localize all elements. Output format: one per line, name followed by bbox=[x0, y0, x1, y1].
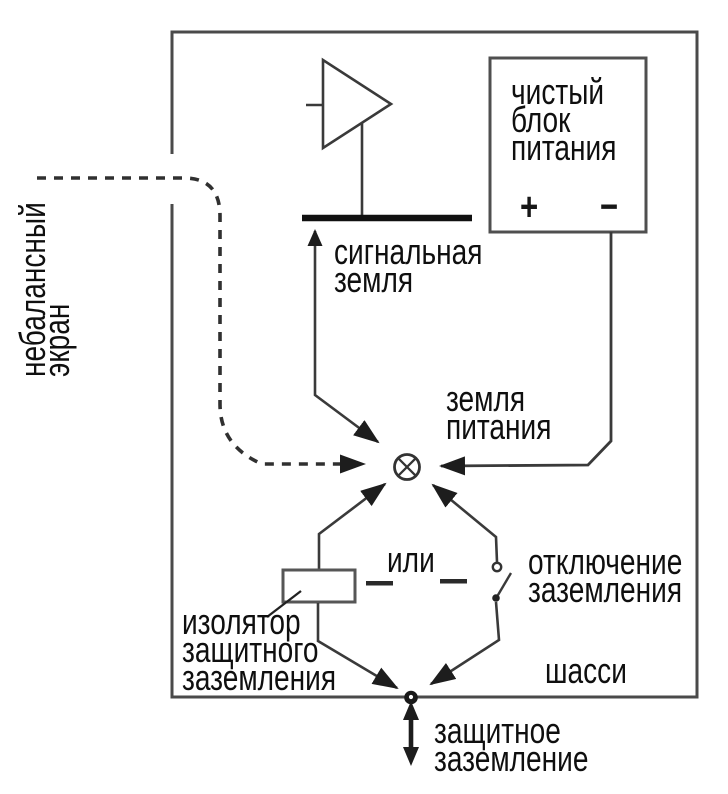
amplifier-icon bbox=[306, 57, 394, 215]
power-ground-label: земля питания bbox=[446, 378, 552, 447]
summing-node-icon bbox=[393, 453, 421, 481]
unbalanced-shield-label: небалансный экран bbox=[12, 202, 77, 377]
amplifier-triangle bbox=[321, 57, 394, 151]
psu-minus-wire bbox=[439, 232, 613, 476]
or-dash-left bbox=[366, 581, 393, 586]
protective-earth-arrow-icon bbox=[403, 701, 419, 766]
psu-plus-terminal: + bbox=[520, 185, 539, 229]
psu-label: чистый блок питания bbox=[511, 71, 617, 168]
or-dash-right bbox=[440, 579, 467, 584]
ground-switch-icon bbox=[491, 561, 513, 602]
psu-minus-terminal: − bbox=[600, 185, 619, 229]
chassis-ground-node bbox=[404, 690, 418, 705]
or-label: или bbox=[387, 539, 435, 580]
protective-earth-label: защитное заземление bbox=[434, 710, 589, 779]
isolator-pointer-line bbox=[266, 590, 302, 618]
signal-ground-wire bbox=[307, 229, 380, 444]
switch-branch-lower-wire bbox=[429, 601, 501, 686]
isolator-label: изолятор защитного заземления bbox=[182, 601, 337, 698]
isolator-branch-lower-wire bbox=[316, 603, 399, 690]
shield-dashed-wire bbox=[37, 176, 366, 474]
chassis-label: шасси bbox=[545, 650, 627, 691]
switch-branch-upper-wire bbox=[431, 483, 499, 563]
switch-blade bbox=[496, 572, 513, 596]
switch-closed-contact bbox=[492, 594, 500, 602]
signal-ground-label: сигнальная земля bbox=[334, 231, 483, 300]
psu-box bbox=[488, 56, 648, 234]
switch-open-contact bbox=[491, 561, 503, 573]
isolator-branch-upper-wire bbox=[317, 482, 387, 570]
chassis-outline bbox=[170, 30, 699, 699]
ground-disconnect-label: отключение заземления bbox=[528, 541, 683, 610]
